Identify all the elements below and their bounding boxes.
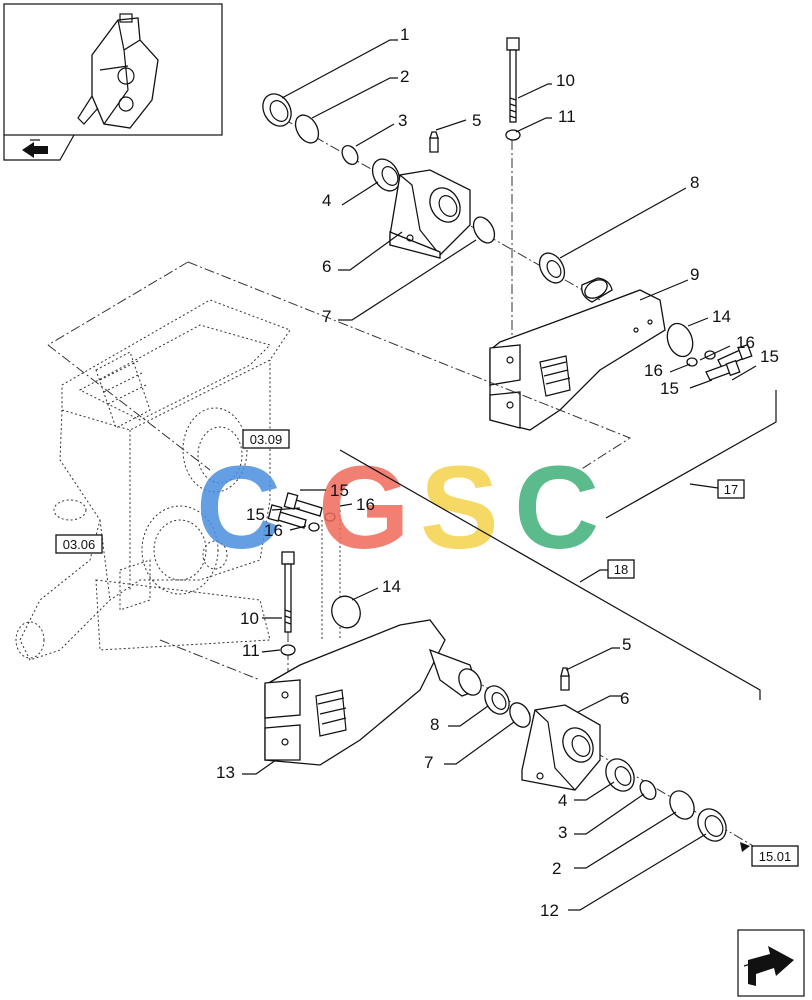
part-8-seal-lower bbox=[484, 685, 510, 715]
part-3-circlip bbox=[341, 145, 359, 165]
callout-7-lower: 7 bbox=[424, 753, 433, 772]
part-2-ring-lower bbox=[669, 790, 695, 820]
part-7-ring bbox=[472, 216, 496, 244]
part-14-plate-lower bbox=[331, 595, 361, 629]
ref-box-0309[interactable]: 03.09 bbox=[242, 429, 290, 449]
part-11-washer bbox=[505, 129, 521, 141]
part-15-bolt bbox=[717, 343, 753, 369]
callout-10: 10 bbox=[556, 71, 575, 90]
callout-10-lower: 10 bbox=[240, 609, 259, 628]
callout-8: 8 bbox=[690, 173, 699, 192]
part-6-bearing-housing-lower bbox=[521, 704, 601, 791]
watermark-letter-c1: C bbox=[196, 442, 281, 574]
callout-4-lower: 4 bbox=[558, 791, 567, 810]
part-4-bearing bbox=[371, 158, 401, 192]
callout-7: 7 bbox=[322, 307, 331, 326]
svg-text:15.01: 15.01 bbox=[759, 849, 792, 864]
watermark-letter-s: S bbox=[420, 442, 499, 574]
gearbox-housing bbox=[15, 261, 632, 661]
part-10-bolt-lower bbox=[281, 551, 295, 633]
part-3-circlip-lower bbox=[639, 780, 657, 800]
svg-text:17: 17 bbox=[724, 482, 738, 497]
callout-15-lower: 15 bbox=[330, 481, 349, 500]
part-15-bolt-b bbox=[705, 359, 741, 381]
callout-16-lower-b: 16 bbox=[264, 521, 283, 540]
ref-box-18[interactable]: 18 bbox=[607, 559, 635, 579]
watermark: C G S C bbox=[196, 442, 599, 574]
part-9-arm bbox=[489, 277, 666, 431]
thumbnail-assembly-icon bbox=[77, 13, 159, 129]
thumbnail-tab bbox=[3, 134, 75, 161]
callout-13: 13 bbox=[216, 763, 235, 782]
callout-5-lower: 5 bbox=[622, 635, 631, 654]
svg-text:03.06: 03.06 bbox=[63, 537, 96, 552]
svg-text:18: 18 bbox=[614, 562, 628, 577]
part-4-bearing-lower bbox=[605, 758, 635, 792]
svg-text:03.09: 03.09 bbox=[250, 432, 283, 447]
thumbnail-frame[interactable] bbox=[3, 3, 223, 161]
ref-box-0306[interactable]: 03.06 bbox=[55, 534, 103, 554]
leader-lines bbox=[242, 39, 777, 911]
part-14-plate bbox=[666, 322, 694, 358]
watermark-letter-c2: C bbox=[514, 442, 599, 574]
part-6-bearing-housing bbox=[389, 169, 471, 259]
callout-3: 3 bbox=[398, 111, 407, 130]
part-5-grease-nipple-lower bbox=[560, 667, 570, 691]
callout-11: 11 bbox=[558, 107, 576, 126]
part-2-ring bbox=[294, 114, 320, 144]
callout-9: 9 bbox=[690, 265, 699, 284]
callout-15: 15 bbox=[760, 347, 779, 366]
callout-3-lower: 3 bbox=[558, 823, 567, 842]
callout-1: 1 bbox=[400, 25, 409, 44]
prev-page-arrow-icon[interactable] bbox=[22, 139, 48, 158]
callout-8-lower: 8 bbox=[430, 715, 439, 734]
callout-16b: 16 bbox=[644, 361, 663, 380]
part-12-seal bbox=[697, 808, 727, 842]
callout-2-lower: 2 bbox=[552, 859, 561, 878]
part-8-seal bbox=[538, 252, 566, 284]
callout-14: 14 bbox=[712, 307, 731, 326]
part-5-grease-nipple bbox=[429, 131, 439, 153]
callout-5: 5 bbox=[472, 111, 481, 130]
callout-14-lower: 14 bbox=[382, 577, 401, 596]
upper-assembly bbox=[262, 37, 753, 431]
part-7-ring-lower bbox=[509, 702, 531, 728]
part-13-arm bbox=[264, 619, 482, 766]
part-1-seal bbox=[262, 93, 292, 127]
callout-15b: 15 bbox=[660, 379, 679, 398]
part-10-bolt bbox=[506, 37, 520, 123]
ref-box-1501[interactable]: 15.01 bbox=[751, 845, 799, 867]
callout-2: 2 bbox=[400, 67, 409, 86]
callout-16: 16 bbox=[736, 333, 755, 352]
callout-6-lower: 6 bbox=[620, 689, 629, 708]
part-16-washer-lower bbox=[324, 512, 336, 522]
callout-12: 12 bbox=[540, 901, 559, 920]
callout-labels: 1 2 3 4 5 6 7 8 9 10 11 14 16 15 16 15 1… bbox=[216, 25, 779, 920]
part-15-bolt-lower bbox=[283, 492, 323, 517]
next-page-arrow-icon[interactable] bbox=[737, 929, 805, 997]
callout-16-lower: 16 bbox=[356, 495, 375, 514]
part-11-washer-lower bbox=[280, 644, 296, 656]
ref-box-17[interactable]: 17 bbox=[717, 479, 745, 499]
callout-4: 4 bbox=[322, 191, 331, 210]
callout-6: 6 bbox=[322, 257, 331, 276]
part-16-washer-lower-b bbox=[308, 522, 320, 532]
callout-11-lower: 11 bbox=[242, 641, 260, 660]
callout-15-lower-b: 15 bbox=[246, 505, 265, 524]
